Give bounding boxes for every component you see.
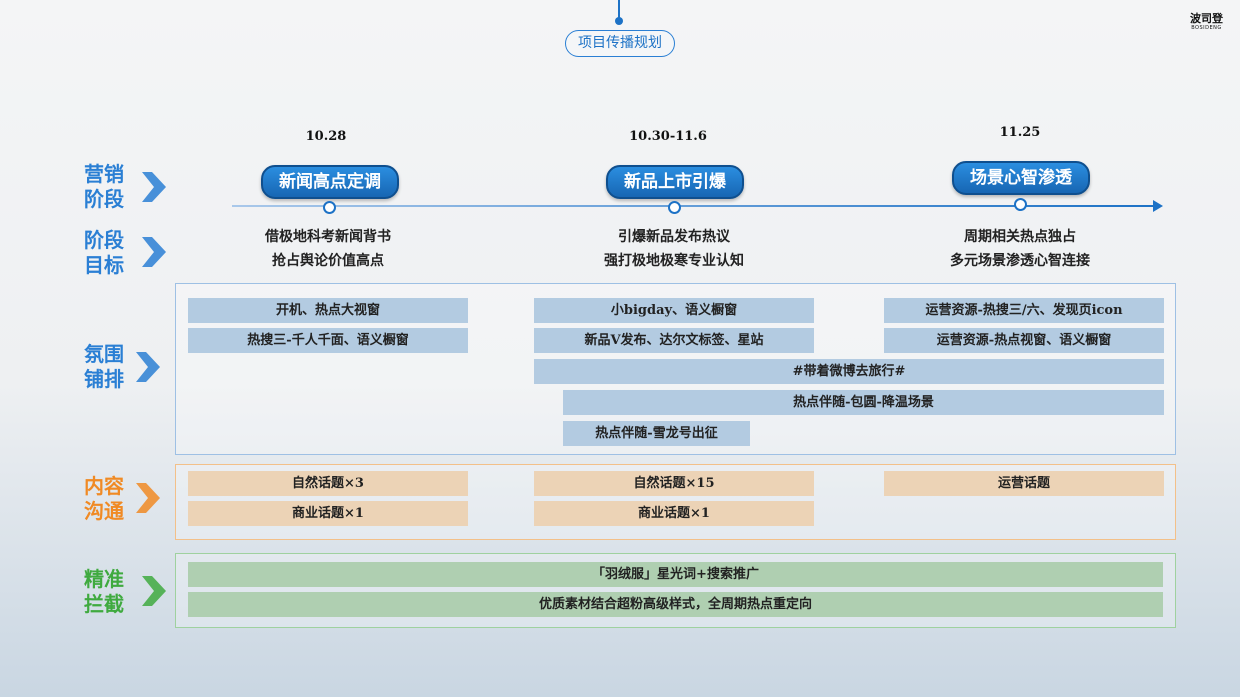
precise-bar: 「羽绒服」星光词+搜索推广 bbox=[188, 562, 1163, 587]
stage-goal-3-line1: 周期相关热点独占 bbox=[964, 229, 1076, 245]
logo-cn: 波司登 bbox=[1190, 12, 1223, 25]
atmosphere-bar: 运营资源-热搜三/六、发现页icon bbox=[884, 298, 1164, 323]
stage-goal-1-line1: 借极地科考新闻背书 bbox=[265, 229, 391, 245]
stage-goal-2-line2: 强打极地极寒专业认知 bbox=[604, 253, 744, 269]
timeline-node bbox=[1014, 198, 1027, 211]
atmosphere-bar: 热点伴随-雪龙号出征 bbox=[563, 421, 750, 446]
stage-goal-3-line2: 多元场景渗透心智连接 bbox=[950, 253, 1090, 269]
stage-pill-1: 新闻高点定调 bbox=[261, 165, 399, 199]
atmosphere-bar: 热点伴随-包圆-降温场景 bbox=[563, 390, 1164, 415]
atmosphere-bar: 新品V发布、达尔文标签、星站 bbox=[534, 328, 814, 353]
label-content-text: 内容沟通 bbox=[84, 474, 124, 523]
stage-goal-2-line1: 引爆新品发布热议 bbox=[618, 229, 730, 245]
stage-goal-2: 引爆新品发布热议 强打极地极寒专业认知 bbox=[524, 225, 824, 273]
stage-date-2: 10.30-11.6 bbox=[629, 129, 707, 144]
label-marketing-stage: 营销阶段 bbox=[74, 162, 134, 212]
atmosphere-bar: 小bigday、语义橱窗 bbox=[534, 298, 814, 323]
logo-en: BOSIDENG bbox=[1191, 25, 1222, 31]
chevron-right-icon bbox=[142, 172, 166, 202]
timeline-line bbox=[232, 205, 1156, 207]
stage-pill-2: 新品上市引爆 bbox=[606, 165, 744, 199]
top-connector-line bbox=[618, 0, 620, 19]
stage-pill-3: 场景心智渗透 bbox=[952, 161, 1090, 195]
stage-goal-1: 借极地科考新闻背书 抢占舆论价值高点 bbox=[178, 225, 478, 273]
label-marketing-stage-text: 营销阶段 bbox=[84, 162, 124, 211]
stage-date-3: 11.25 bbox=[999, 125, 1041, 140]
timeline-node bbox=[323, 201, 336, 214]
label-stage-goal-text: 阶段目标 bbox=[84, 228, 124, 277]
chevron-right-icon bbox=[136, 352, 160, 382]
stage-goal-3: 周期相关热点独占 多元场景渗透心智连接 bbox=[870, 225, 1170, 273]
chevron-right-icon bbox=[142, 237, 166, 267]
timeline-node bbox=[668, 201, 681, 214]
atmosphere-bar: 运营资源-热点视窗、语义橱窗 bbox=[884, 328, 1164, 353]
content-bar: 运营话题 bbox=[884, 471, 1164, 496]
stage-date-1: 10.28 bbox=[305, 129, 347, 144]
atmosphere-bar: 热搜三-千人千面、语义橱窗 bbox=[188, 328, 468, 353]
content-bar: 商业话题×1 bbox=[188, 501, 468, 526]
atmosphere-bar: 开机、热点大视窗 bbox=[188, 298, 468, 323]
label-precise-text: 精准拦截 bbox=[84, 567, 124, 616]
precise-bar: 优质素材结合超粉高级样式，全周期热点重定向 bbox=[188, 592, 1163, 617]
page-title: 项目传播规划 bbox=[565, 30, 675, 57]
label-stage-goal: 阶段目标 bbox=[74, 228, 134, 278]
top-connector-dot bbox=[615, 17, 623, 25]
timeline-arrow-icon bbox=[1153, 200, 1163, 212]
atmosphere-bar: #带着微博去旅行# bbox=[534, 359, 1164, 384]
label-content: 内容沟通 bbox=[74, 474, 134, 524]
chevron-right-icon bbox=[142, 576, 166, 606]
stage-goal-1-line2: 抢占舆论价值高点 bbox=[272, 253, 384, 269]
label-atmosphere: 氛围铺排 bbox=[74, 342, 134, 392]
label-precise: 精准拦截 bbox=[74, 567, 134, 617]
content-bar: 商业话题×1 bbox=[534, 501, 814, 526]
chevron-right-icon bbox=[136, 483, 160, 513]
brand-logo: 波司登 BOSIDENG bbox=[1190, 12, 1223, 32]
label-atmosphere-text: 氛围铺排 bbox=[84, 342, 124, 391]
content-bar: 自然话题×3 bbox=[188, 471, 468, 496]
content-bar: 自然话题×15 bbox=[534, 471, 814, 496]
